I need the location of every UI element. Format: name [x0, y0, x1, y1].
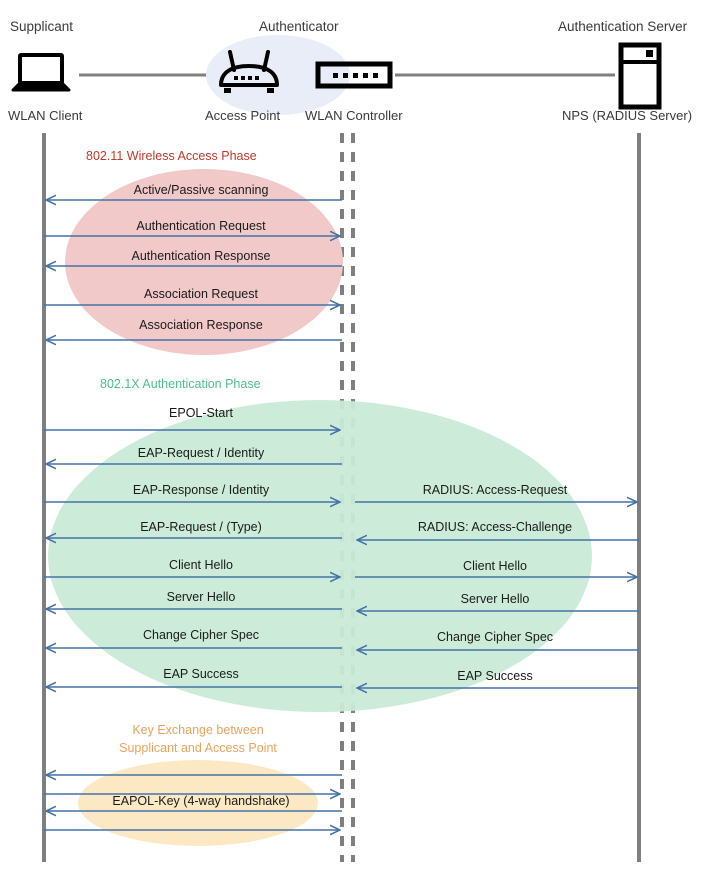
msg-label-eap-request-identity: EAP-Request / Identity: [137, 446, 265, 460]
phase-8021x-arrows-left: [44, 430, 342, 687]
phase-title-key-exchange-line1: Key Exchange between: [132, 723, 264, 737]
device-label-wlan-client: WLAN Client: [8, 108, 83, 123]
phase-80211-arrows: [44, 200, 342, 340]
msg-label-client-hello-left: Client Hello: [169, 558, 233, 572]
role-title-authenticator: Authenticator: [259, 19, 339, 34]
msg-label-radius-access-request: RADIUS: Access-Request: [422, 483, 568, 497]
msg-label-active-passive-scanning: Active/Passive scanning: [133, 183, 269, 197]
msg-label-association-response: Association Response: [139, 318, 263, 332]
msg-label-authentication-request: Authentication Request: [136, 219, 266, 233]
msg-label-server-hello-right: Server Hello: [460, 592, 530, 606]
wireless-router-icon: [219, 50, 279, 93]
msg-label-association-request: Association Request: [144, 287, 258, 301]
device-label-nps-radius-server: NPS (RADIUS Server): [562, 108, 693, 123]
msg-label-eap-response-identity: EAP-Response / Identity: [132, 483, 270, 497]
msg-label-change-cipher-spec-right: Change Cipher Spec: [436, 630, 554, 644]
device-label-access-point: Access Point: [205, 108, 281, 123]
msg-label-radius-access-challenge: RADIUS: Access-Challenge: [417, 520, 573, 534]
role-title-supplicant: Supplicant: [10, 19, 74, 34]
msg-label-eap-success-left: EAP Success: [163, 667, 239, 681]
phase-key-exchange-ellipse: [78, 760, 318, 846]
phase-8021x-ellipse: [48, 400, 592, 712]
msg-label-eap-success-right: EAP Success: [457, 669, 533, 683]
msg-label-eap-request-type: EAP-Request / (Type): [140, 520, 262, 534]
device-label-wlan-controller: WLAN Controller: [305, 108, 403, 123]
authenticator-group-ellipse: [206, 35, 350, 115]
phase-title-80211: 802.11 Wireless Access Phase: [86, 149, 257, 163]
phase-80211-ellipse: [65, 169, 343, 355]
msg-label-server-hello-left: Server Hello: [166, 590, 236, 604]
phase-8021x-arrows-right: [355, 502, 639, 688]
phase-key-exchange-arrows: [44, 775, 342, 830]
phase-title-key-exchange: Key Exchange between Supplicant and Acce…: [98, 721, 298, 757]
msg-label-epol-start: EPOL-Start: [169, 406, 233, 420]
phase-title-key-exchange-line2: Supplicant and Access Point: [119, 741, 277, 755]
server-rack-icon: [618, 42, 662, 110]
phase-title-8021x: 802.1X Authentication Phase: [100, 377, 261, 391]
laptop-icon: [11, 53, 71, 92]
network-switch-icon: [315, 61, 393, 89]
msg-label-authentication-response: Authentication Response: [131, 249, 271, 263]
msg-label-change-cipher-spec-left: Change Cipher Spec: [142, 628, 260, 642]
msg-label-client-hello-right: Client Hello: [463, 559, 527, 573]
role-title-auth-server: Authentication Server: [558, 19, 688, 34]
msg-label-eapol-key-handshake: EAPOL-Key (4-way handshake): [112, 794, 290, 808]
